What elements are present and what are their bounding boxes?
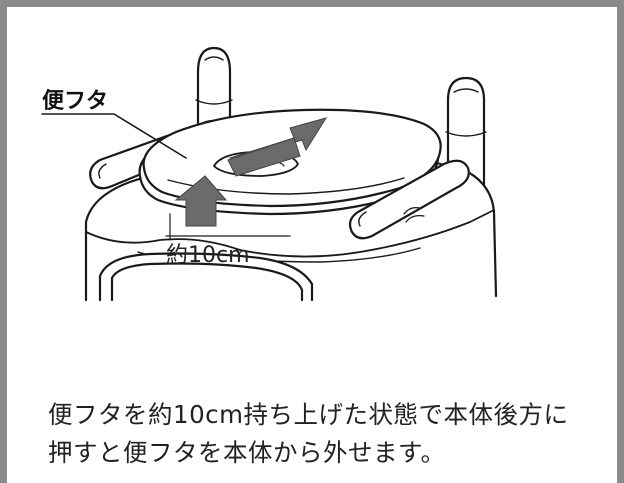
right-armrest (348, 159, 470, 240)
callout-label-lid: 便フタ (42, 89, 108, 114)
caption-text: 便フタを約10cm持ち上げた状態で本体後方に 押すと便フタを本体から外せます。 (48, 396, 608, 472)
dimension-leader (165, 213, 291, 241)
dimension-label: 約10cm (166, 243, 250, 268)
caption-line-1: 便フタを約10cm持ち上げた状態で本体後方に (48, 400, 569, 429)
front-opening (98, 252, 314, 302)
callout-leader (41, 113, 187, 159)
up-arrow (174, 175, 228, 227)
caption-line-2: 押すと便フタを本体から外せます。 (48, 438, 446, 467)
